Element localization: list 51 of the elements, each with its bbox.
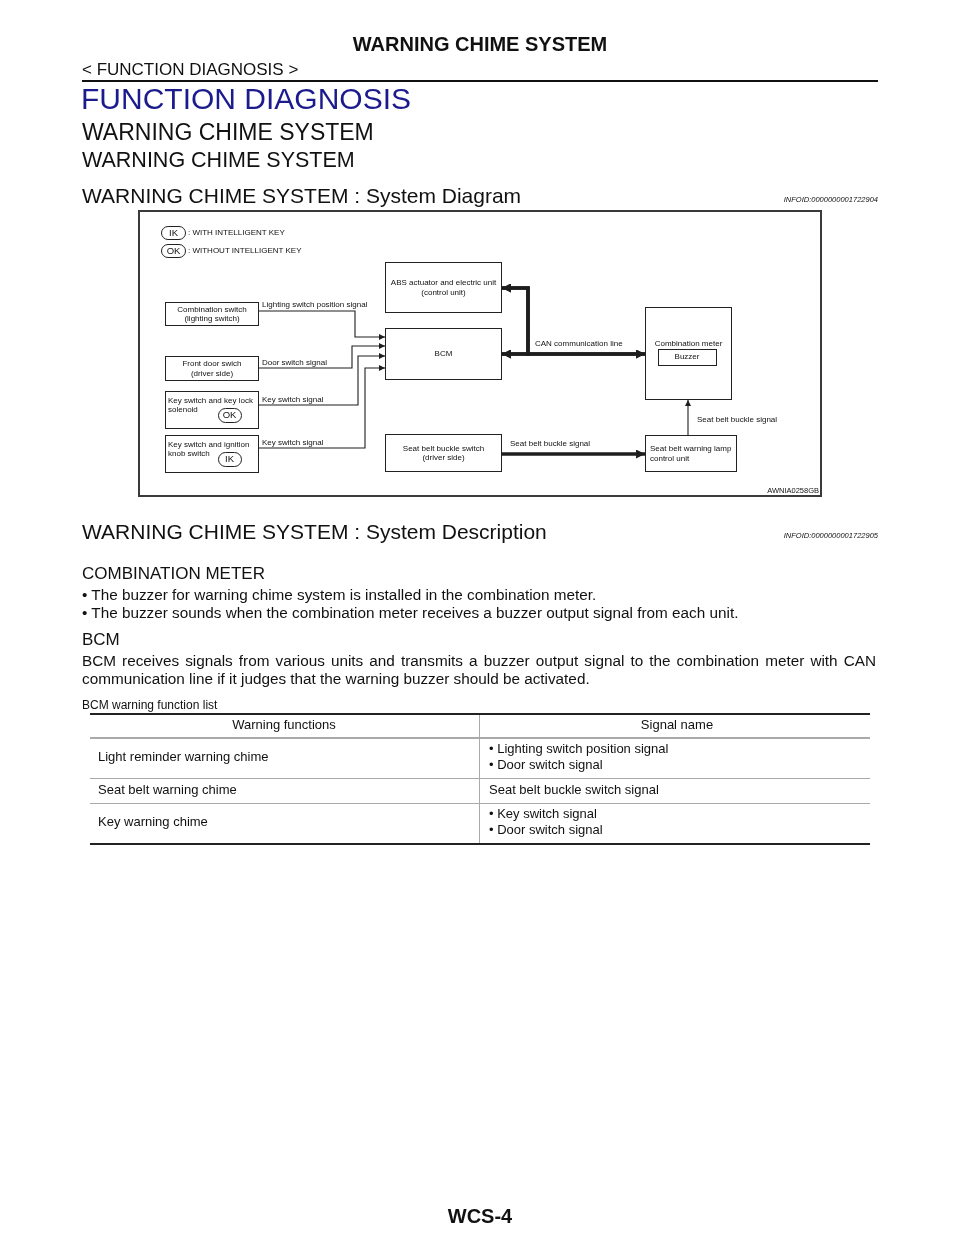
component-box [645,307,732,400]
bullet-item: • The buzzer sounds when the combination meter receives a buzzer output signal from each unit. [82,604,739,622]
component-box: ABS actuator and electric unit (control unit) [385,262,502,313]
signal-name: • Lighting switch position signal [489,741,669,757]
paragraph: BCM receives signals from various units and transmits a buzzer output signal to the combination meter with CAN communication line if it judges that the warning buzzer should be activated. [82,652,876,688]
component-box [165,391,259,429]
column-header: Warning functions [232,717,336,733]
component-name: Combination meter [654,339,723,349]
edge-label: Key switch signal [262,395,324,404]
edge-label: Lighting switch position signal [262,300,368,310]
edge-label: Seat belt buckle signal [697,415,778,425]
warning-function-name: Seat belt warning chime [98,782,237,798]
topic-heading: WARNING CHIME SYSTEM : System Diagram [82,183,522,209]
arrow [258,343,386,369]
subsection-heading: WARNING CHIME SYSTEM [82,147,355,173]
edge-label: Key switch signal [262,438,324,447]
table-caption: BCM warning function list [82,699,218,713]
signal-name: • Key switch signal [489,806,597,822]
page-title: WARNING CHIME SYSTEM [352,32,608,56]
warning-function-name: Light reminder warning chime [98,749,269,765]
topic-heading: WARNING CHIME SYSTEM : System Description [82,519,547,545]
section-heading: WARNING CHIME SYSTEM [82,118,374,146]
component-box: Seat belt buckle switch (driver side) [385,434,502,472]
double-headed-arrow [502,283,530,359]
component-box: Combination switch (lighting switch) [165,302,259,326]
component-box: BCM [385,328,502,380]
arrow [258,353,386,406]
breadcrumb: < FUNCTION DIAGNOSIS > [82,60,299,80]
component-box: Front door swich (driver side) [165,356,259,381]
edge-label: Seat belt buckle signal [510,439,591,449]
column-header: Signal name [640,717,714,733]
component-box: Seat belt warning lamp control unit [645,435,737,472]
page-number: WCS-4 [447,1204,513,1228]
warning-function-name: Key warning chime [98,814,208,830]
arrow [502,449,645,459]
signal-name: Seat belt buckle switch signal [489,782,659,798]
arrow [258,365,386,449]
body-heading: BCM [82,630,120,650]
edge-label: Door switch signal [262,358,327,367]
signal-name: • Door switch signal [489,822,603,838]
component-box [165,435,259,473]
body-heading: COMBINATION METER [82,564,265,584]
legend-text: : WITHOUT INTELLIGENT KEY [188,246,302,256]
arrow [258,310,386,340]
chapter-heading: FUNCTION DIAGNOSIS [81,81,411,117]
arrow [685,399,691,436]
bullet-item: • The buzzer for warning chime system is installed in the combination meter. [82,586,597,604]
legend-text: : WITH INTELLIGENT KEY [188,228,285,238]
component-box: Buzzer [657,348,717,366]
signal-name: • Door switch signal [489,757,603,773]
edge-label: CAN communication line [535,339,623,349]
